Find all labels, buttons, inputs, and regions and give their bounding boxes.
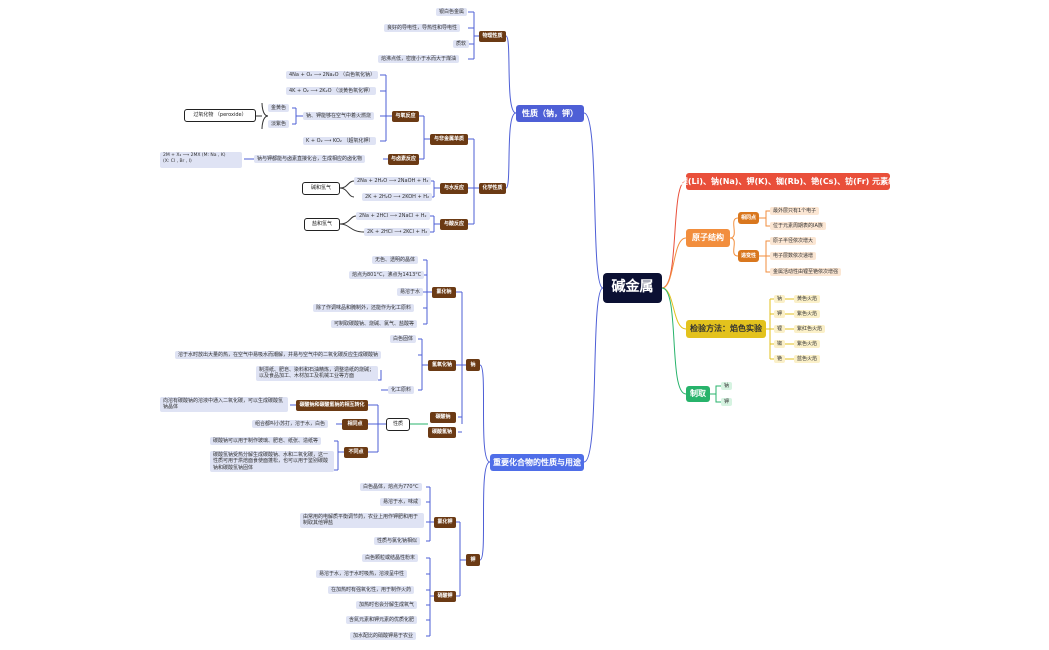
preparation-node[interactable]: 制取: [686, 386, 710, 402]
kno3-item: 在加热时有强氧化性，用于制作火药: [328, 586, 415, 595]
water-product-box: 碱和氢气: [302, 182, 340, 195]
potassium-compounds-node[interactable]: 钾: [466, 554, 480, 566]
nahco3-node[interactable]: 碳酸氢钠: [428, 427, 456, 438]
atomic-same-node[interactable]: 相同点: [738, 212, 759, 224]
prep-item: 钠: [721, 382, 733, 391]
halogen-formula: 2M + X₂ ⟶ 2MX (M: Na , K) (X: Cl , Br , …: [160, 152, 242, 168]
flame-color-gold: 金黄色: [268, 104, 290, 113]
oxygen-equation: 4Na + O₂ ⟶ 2Na₂O （白色氧化钠）: [286, 71, 379, 80]
flame-color-purple: 淡紫色: [268, 120, 290, 129]
kcl-item: 白色晶体，熔点为770°C: [360, 483, 422, 492]
oxygen-equation: K + O₂ ⟶ KO₂ （超氧化钾）: [303, 137, 377, 146]
nacl-item: 无色、透明的晶体: [372, 256, 419, 265]
sodium-compounds-node[interactable]: 钠: [466, 359, 480, 371]
flame-test-node[interactable]: 检验方法：焰色实验: [686, 320, 766, 338]
physical-item: 熔沸点低，密度小于水而大于煤油: [378, 55, 460, 64]
property-box: 性质: [386, 418, 410, 431]
flame-element: 锂: [774, 325, 786, 334]
peroxide-box: 过氧化物 （peroxide）: [184, 109, 256, 122]
physical-properties-node[interactable]: 物理性质: [479, 31, 506, 42]
nacl-item: 除了作调味品和腌制外，还能作为化工原料: [313, 304, 415, 313]
kcl-item: 易溶于水，味咸: [380, 498, 422, 507]
compounds-node[interactable]: 重要化合物的性质与用途: [490, 454, 584, 471]
nacl-node[interactable]: 氯化钠: [432, 287, 456, 298]
naoh-item: 白色固体: [390, 335, 417, 344]
naoh-node[interactable]: 氢氧化钠: [428, 360, 456, 371]
na2co3-node[interactable]: 碳酸钠: [430, 412, 456, 423]
oxygen-reaction-node[interactable]: 与氧反应: [392, 111, 419, 122]
water-reaction-node[interactable]: 与水反应: [440, 183, 468, 194]
kcl-item: 性质与氯化钠相似: [374, 537, 421, 546]
acid-equation: 2K + 2HCl ⟶ 2KCl + H₂: [364, 228, 431, 237]
prep-item: 钾: [721, 398, 733, 407]
flame-element: 铷: [774, 340, 786, 349]
diff-point-node[interactable]: 不同点: [344, 447, 368, 458]
flame-element: 钠: [774, 295, 786, 304]
flame-color: 紫红色火焰: [794, 325, 826, 334]
halogen-text: 钠与钾都能与卤素直接化合，生成相应的卤化物: [254, 155, 366, 164]
kcl-node[interactable]: 氯化钾: [434, 517, 456, 528]
flame-element: 钾: [774, 310, 786, 319]
properties-node[interactable]: 性质（钠，钾）: [516, 105, 584, 122]
oxygen-equation: 4K + O₂ ⟶ 2K₂O （淡黄色氧化钾）: [286, 87, 377, 96]
atomic-same-item: 最外层只有1个电子: [770, 207, 820, 216]
acid-product-box: 盐和氢气: [304, 218, 340, 231]
water-equation: 2Na + 2H₂O ⟶ 2NaOH + H₂: [354, 177, 432, 186]
atomic-same-item: 位于元素周期表的IA族: [770, 222, 826, 231]
kno3-item: 易溶于水，溶于水时吸热，溶液呈中性: [316, 570, 408, 579]
kno3-item: 加水配比的硝酸钾易于农业: [350, 632, 417, 641]
naoh-item: 溶于水时放出大量的热，在空气中易吸水而潮解，并易与空气中的二氧化碳反应生成碳酸钠: [175, 351, 382, 360]
flame-element: 铯: [774, 355, 786, 364]
burn-label: 钠、钾能够在空气中着火燃烧: [303, 112, 375, 121]
halogen-reaction-node[interactable]: 与卤素反应: [388, 154, 419, 165]
naoh-industry-text: 制漂纸、肥皂、染料和石油精炼，调整造纸的烧碱；以及食品加工、木材加工及机械工业等…: [256, 366, 378, 381]
same-point-text: 组合都叫小苏打，溶于水，白色: [252, 420, 329, 429]
physical-item: 质软: [453, 40, 470, 49]
root-node[interactable]: 碱金属: [603, 273, 662, 303]
nacl-item: 熔点为801°C，沸点为1413°C: [349, 271, 425, 280]
atomic-diff-item: 原子半径依次增大: [770, 237, 817, 246]
atomic-diff-item: 电子层数依次递增: [770, 252, 817, 261]
chemical-properties-node[interactable]: 化学性质: [479, 183, 506, 194]
atomic-structure-node[interactable]: 原子结构: [686, 229, 730, 247]
nacl-item: 可制取碳酸钠、烧碱、氯气、盐酸等: [331, 320, 418, 329]
conversion-note: 向溶有碳酸钠的溶液中通入二氧化碳，可以生成碳酸氢钠晶体: [160, 397, 288, 412]
physical-item: 良好的导电性，导热性和导电性: [384, 24, 461, 33]
water-equation: 2K + 2H₂O ⟶ 2KOH + H₂: [362, 193, 433, 202]
kcl-item: 由常用的电解质平衡调节药，农业上用作钾肥和用于制取其他钾盐: [300, 513, 424, 528]
acid-equation: 2Na + 2HCl ⟶ 2NaCl + H₂: [356, 212, 430, 221]
nacl-item: 易溶于水: [397, 288, 424, 297]
kno3-item: 白色颗粒或结晶性粉末: [362, 554, 419, 563]
diff-point-item: 碳酸钠可以用于制作玻璃、肥皂、纸张、造纸等: [210, 437, 322, 446]
naoh-industry-label: 化工原料: [388, 386, 415, 395]
diff-point-item: 碳酸氢钠受热分解生成碳酸钠、水和二氧化碳，这一性质可用于烘焙面食使面蓬松，也可以…: [210, 451, 334, 472]
atomic-diff-node[interactable]: 递变性: [738, 250, 759, 262]
kno3-item: 含氮元素和钾元素的优质化肥: [346, 616, 418, 625]
same-point-node[interactable]: 相同点: [342, 419, 368, 430]
flame-color: 紫色火焰: [794, 310, 821, 319]
physical-item: 银白色金属: [436, 8, 468, 17]
nonmetal-reaction-node[interactable]: 与非金属单质: [430, 134, 468, 145]
acid-reaction-node[interactable]: 与酸反应: [440, 219, 468, 230]
flame-color: 蓝色火焰: [794, 355, 821, 364]
flame-color: 黄色火焰: [794, 295, 821, 304]
kno3-item: 加热时也会分解生成氧气: [356, 601, 418, 610]
flame-color: 紫色火焰: [794, 340, 821, 349]
atomic-diff-item: 金属活动性由锂至铯依次增强: [770, 268, 842, 277]
composition-node[interactable]: 由锂(Li)、钠(Na)、钾(K)、铷(Rb)、铯(Cs)、钫(Fr) 元素组成: [672, 173, 904, 190]
conversion-node[interactable]: 碳酸钠和碳酸氢钠的相互转化: [296, 400, 368, 411]
kno3-node[interactable]: 硝酸钾: [434, 591, 456, 602]
